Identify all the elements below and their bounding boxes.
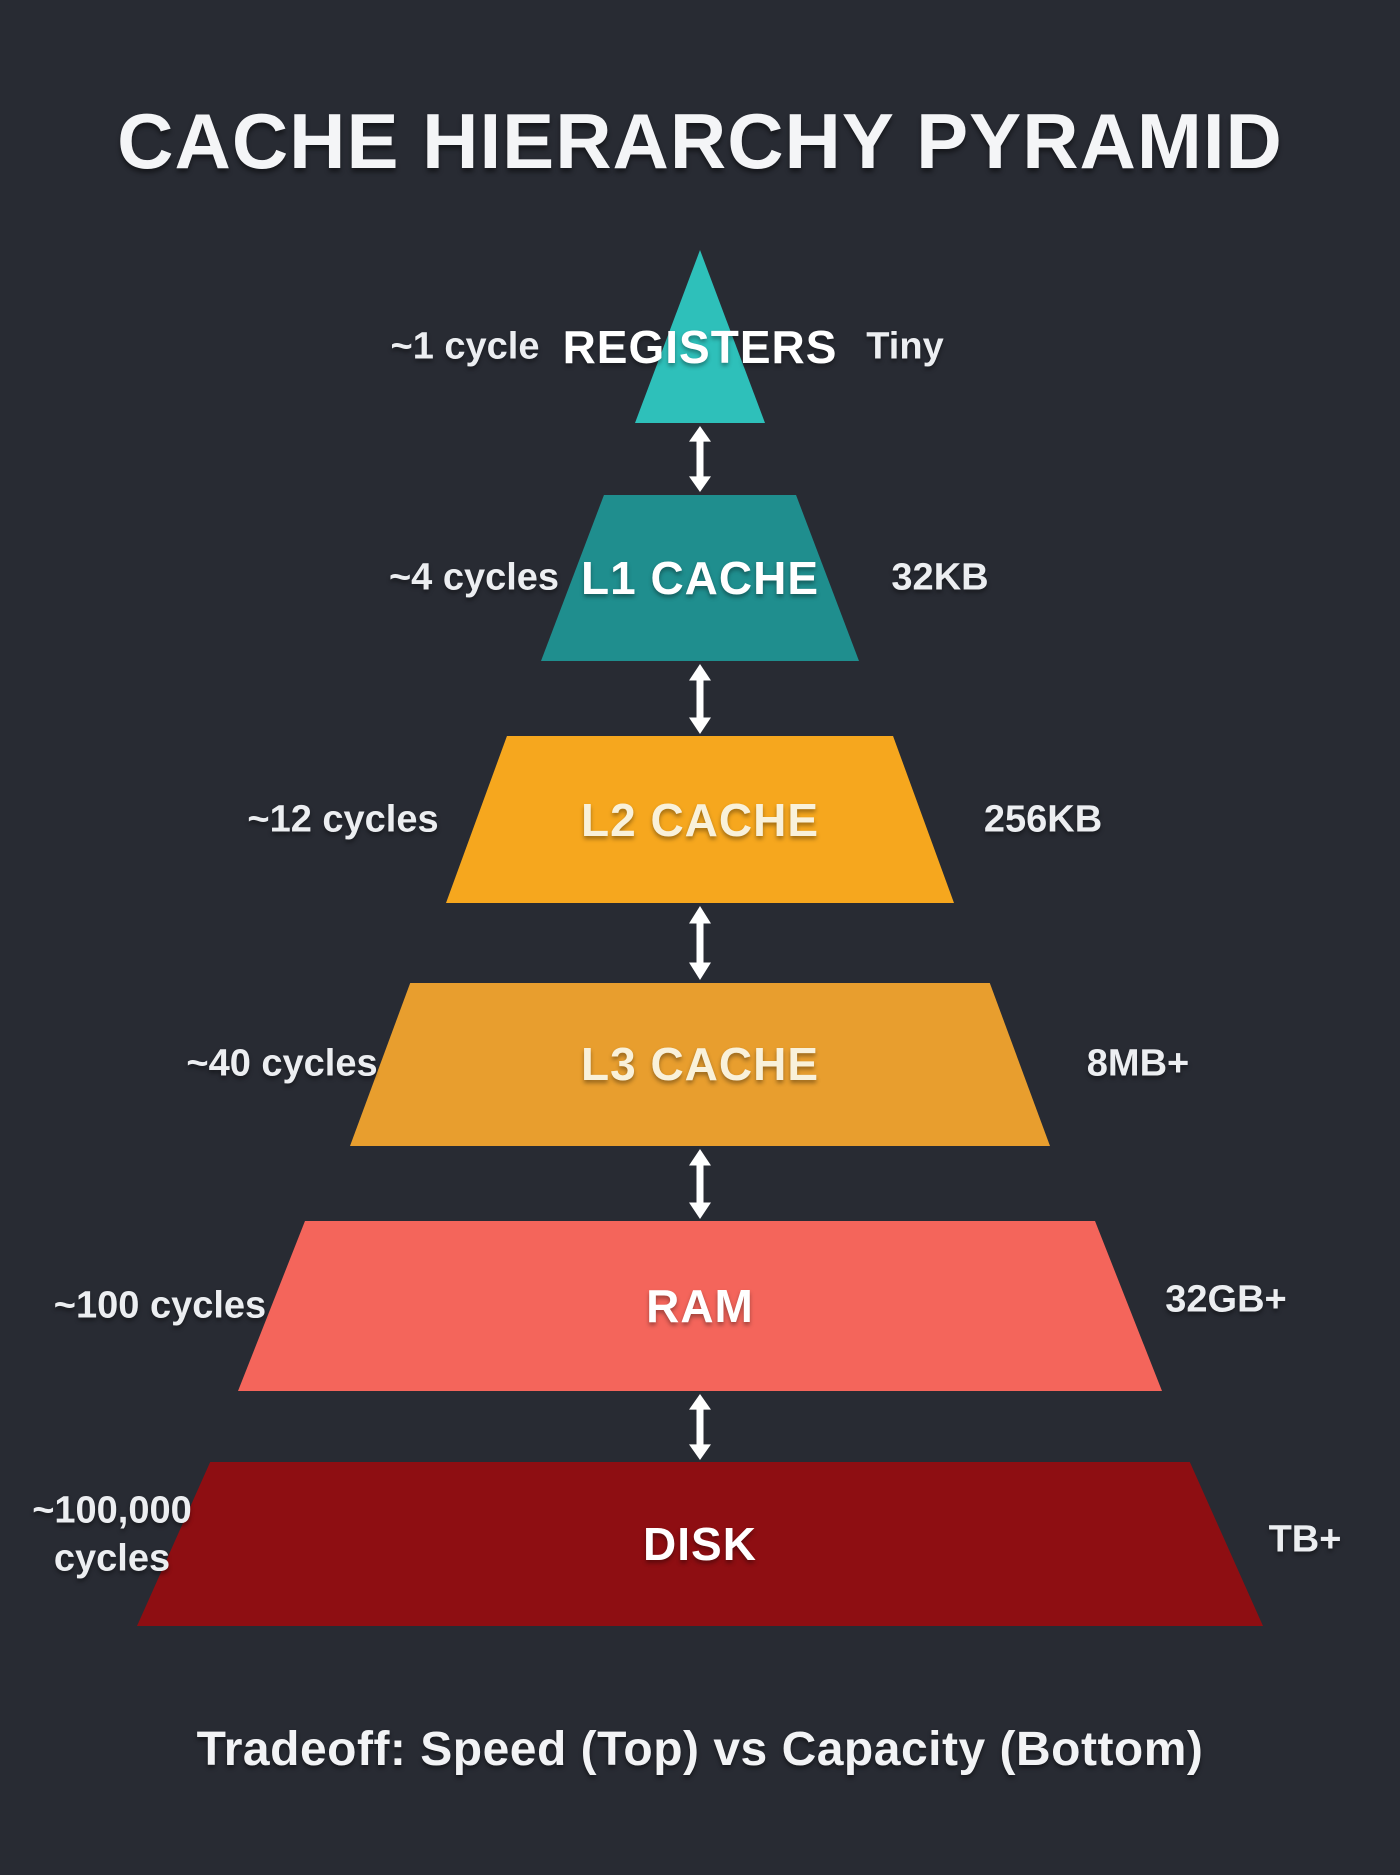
capacity-label-registers: Tiny [866,325,944,368]
layer-label-disk: DISK [643,1518,757,1570]
capacity-label-l3-cache: 8MB+ [1086,1042,1190,1085]
capacity-label-ram: 32GB+ [1165,1278,1287,1321]
pyramid-layer-l1-cache [541,495,859,661]
pyramid-layer-ram [238,1221,1162,1391]
layer-label-l2-cache: L2 CACHE [580,794,820,846]
pyramid-layer-l3-cache [350,983,1050,1146]
double-arrow-icon [685,906,715,980]
latency-label-disk: ~100,000 cycles [32,1489,192,1580]
latency-label-l3-cache: ~40 cycles [186,1042,378,1085]
layer-label-ram: RAM [646,1280,754,1332]
double-arrow-icon [685,1394,715,1460]
double-arrow-icon [685,426,715,492]
latency-label-ram: ~100 cycles [53,1284,267,1327]
layer-label-l1-cache: L1 CACHE [580,552,820,604]
latency-label-l2-cache: ~12 cycles [247,798,439,841]
latency-label-l1-cache: ~4 cycles [388,556,560,599]
double-arrow-icon [685,1149,715,1219]
pyramid-layer-disk [137,1462,1263,1626]
tradeoff-caption: Tradeoff: Speed (Top) vs Capacity (Botto… [196,1723,1204,1776]
capacity-label-l1-cache: 32KB [891,556,989,599]
pyramid-layer-l2-cache [446,736,954,903]
layer-label-registers: REGISTERS [562,321,838,373]
latency-label-registers: ~1 cycle [390,325,540,368]
page-title: CACHE HIERARCHY PYRAMID [117,97,1283,185]
capacity-label-disk: TB+ [1268,1518,1342,1561]
capacity-label-l2-cache: 256KB [983,798,1103,841]
layer-label-l3-cache: L3 CACHE [580,1038,820,1090]
double-arrow-icon [685,664,715,734]
